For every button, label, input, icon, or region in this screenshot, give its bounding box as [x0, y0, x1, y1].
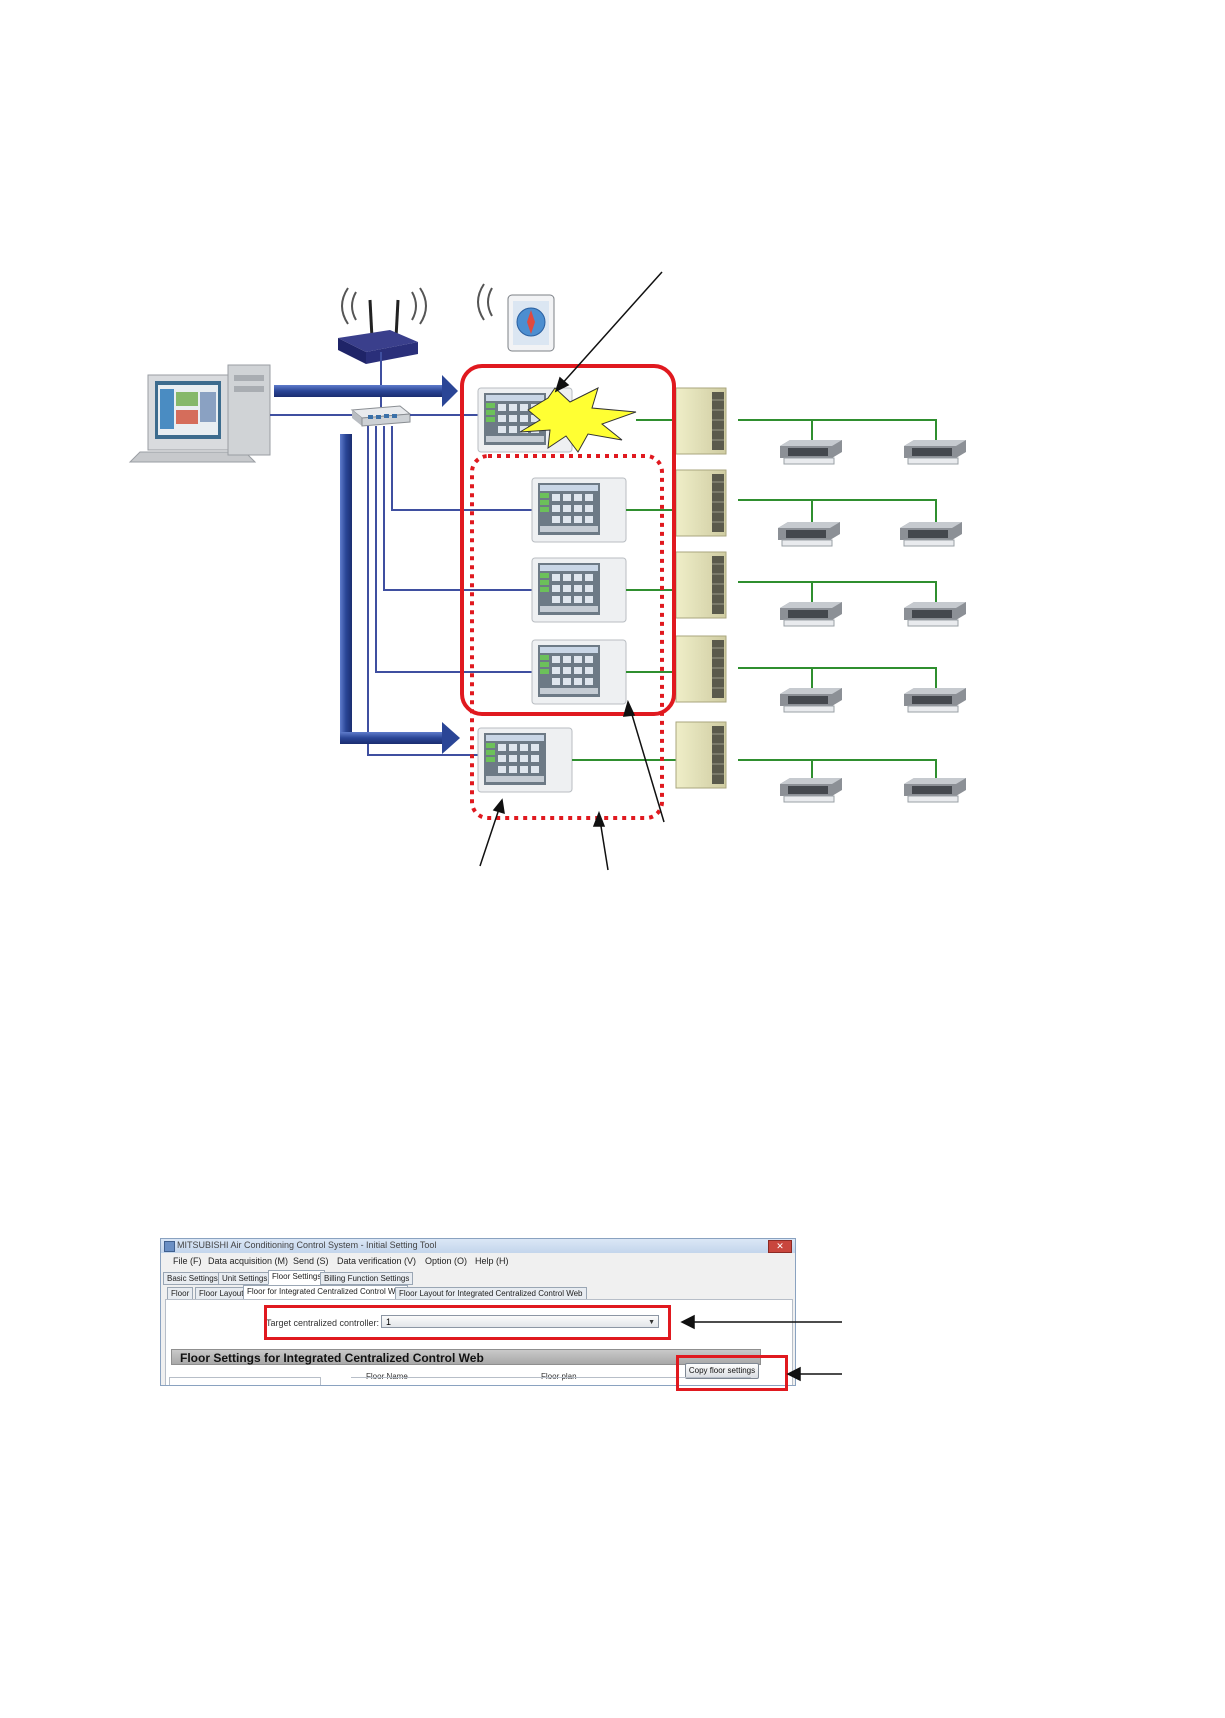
- menu-file[interactable]: File (F): [173, 1256, 202, 1266]
- highlight-copy-button: [676, 1355, 788, 1391]
- copy-floor-settings-button[interactable]: Copy floor settings: [685, 1363, 759, 1379]
- chevron-down-icon: ▼: [648, 1319, 655, 1326]
- wireless-router-icon: [338, 287, 427, 364]
- target-controller-label: Target centralized controller:: [266, 1318, 380, 1328]
- target-controller-value: 1: [386, 1317, 392, 1327]
- tab-floor-settings[interactable]: Floor Settings: [268, 1270, 326, 1285]
- window-titlebar: MITSUBISHI Air Conditioning Control Syst…: [161, 1239, 795, 1253]
- column-floor-plan: Floor plan: [541, 1372, 577, 1381]
- target-controller-select[interactable]: 1 ▼: [381, 1315, 659, 1328]
- menu-send[interactable]: Send (S): [293, 1256, 329, 1266]
- tab-billing-function-settings[interactable]: Billing Function Settings: [320, 1272, 414, 1285]
- system-diagram: [128, 271, 967, 871]
- network-hub-icon: [350, 405, 412, 427]
- controller-3-icon: [531, 557, 627, 623]
- controller-2-icon: [531, 477, 627, 543]
- tab-floor-integrated-web[interactable]: Floor for Integrated Centralized Control…: [243, 1285, 409, 1300]
- highlight-target-controller: [264, 1305, 671, 1340]
- controller-5-icon: [477, 727, 573, 793]
- window-title: MITSUBISHI Air Conditioning Control Syst…: [177, 1240, 437, 1250]
- close-button[interactable]: ✕: [768, 1240, 792, 1253]
- highlight-burst-icon: [519, 387, 637, 453]
- menu-help[interactable]: Help (H): [475, 1256, 509, 1266]
- tablet-icon: [477, 283, 555, 352]
- tab-unit-settings[interactable]: Unit Settings: [218, 1272, 272, 1285]
- column-floor-name: Floor Name: [366, 1372, 408, 1381]
- leader-arrows: [479, 271, 665, 871]
- controller-lines: [572, 419, 676, 761]
- floor-grid-top: [351, 1377, 751, 1385]
- controller-4-icon: [531, 639, 627, 705]
- menu-data-verification[interactable]: Data verification (V): [337, 1256, 417, 1266]
- air-conditioner-rows: [675, 387, 967, 803]
- highlight-group-dotted: [470, 454, 664, 820]
- menu-bar: File (F) Data acquisition (M) Send (S) D…: [161, 1254, 795, 1269]
- menu-option[interactable]: Option (O): [425, 1256, 468, 1266]
- pc-icon: [128, 364, 271, 463]
- menu-data-acquisition[interactable]: Data acquisition (M): [208, 1256, 289, 1266]
- app-icon: [164, 1241, 175, 1252]
- section-header: Floor Settings for Integrated Centralize…: [171, 1349, 761, 1365]
- tab-basic-settings[interactable]: Basic Settings: [163, 1272, 222, 1285]
- network-lines: [270, 352, 532, 756]
- initial-setting-tool-window: MITSUBISHI Air Conditioning Control Syst…: [160, 1238, 796, 1386]
- screenshot-callout-arrows: [680, 1314, 842, 1382]
- floor-list-box: [169, 1377, 321, 1385]
- web-access-arrows: [274, 375, 460, 754]
- highlight-group-solid: [460, 364, 676, 716]
